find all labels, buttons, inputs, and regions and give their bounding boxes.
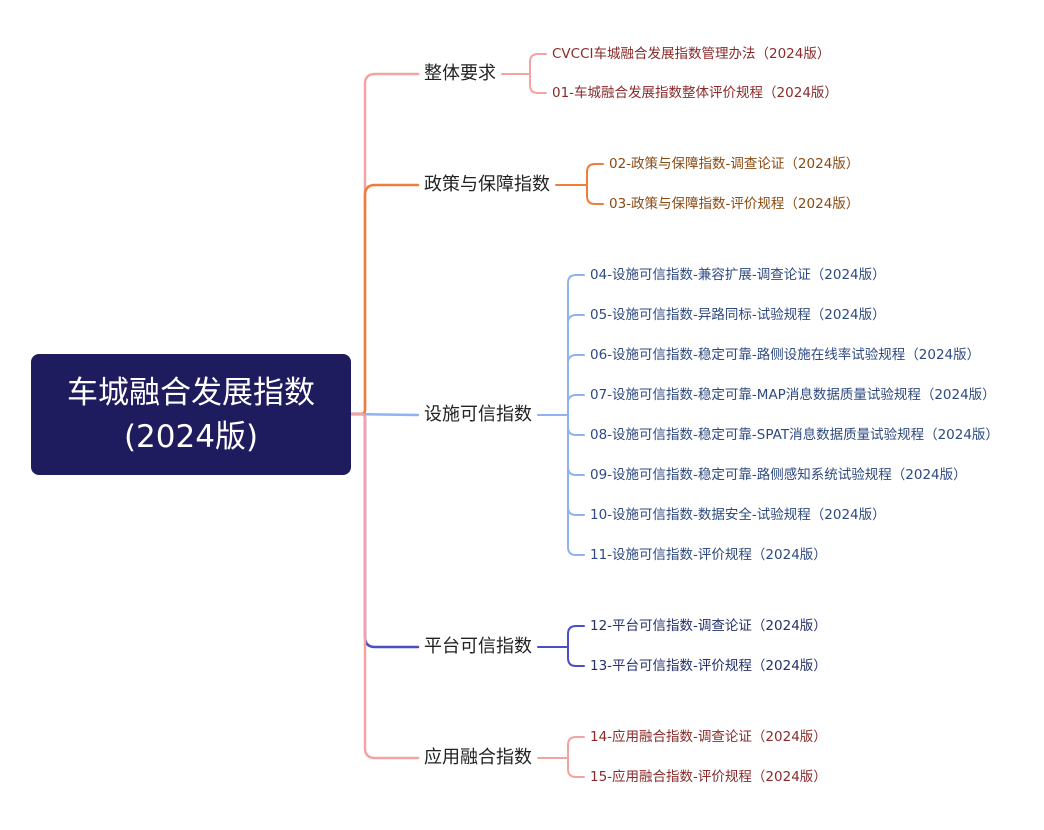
root-title-line1: 车城融合发展指数	[67, 374, 315, 411]
connector-branch-leaf	[567, 354, 585, 416]
connector-branch-leaf	[529, 73, 547, 94]
root-title-line2: (2024版)	[123, 418, 259, 455]
connector-branch-leaf	[567, 414, 585, 516]
leaf-item: 02-政策与保障指数-调查论证（2024版）	[609, 156, 860, 172]
root-node: 车城融合发展指数 (2024版)	[31, 354, 351, 475]
leaf-item: 07-设施可信指数-稳定可靠-MAP消息数据质量试验规程（2024版）	[590, 387, 996, 403]
connector-branch-leaf	[567, 625, 585, 648]
leaf-item: 15-应用融合指数-评价规程（2024版）	[590, 769, 827, 785]
leaf-item: 03-政策与保障指数-评价规程（2024版）	[609, 196, 860, 212]
leaf-item: 10-设施可信指数-数据安全-试验规程（2024版）	[590, 507, 886, 523]
branch-facility-trust-index: 设施可信指数	[424, 404, 532, 425]
leaf-item: 14-应用融合指数-调查论证（2024版）	[590, 729, 827, 745]
leaf-item: 05-设施可信指数-异路同标-试验规程（2024版）	[590, 307, 886, 323]
leaf-item: 01-车城融合发展指数整体评价规程（2024版）	[552, 85, 838, 101]
connector-root-branch	[349, 72, 420, 416]
connector-branch-leaf	[567, 394, 585, 416]
branch-policy-guarantee-index: 政策与保障指数	[424, 174, 550, 195]
connector-root-branch	[349, 412, 420, 649]
branch-application-fusion-index: 应用融合指数	[424, 747, 532, 768]
connector-branch-leaf	[567, 414, 585, 556]
branch-overall-requirements: 整体要求	[424, 63, 496, 84]
leaf-item: 04-设施可信指数-兼容扩展-调查论证（2024版）	[590, 267, 886, 283]
connector-branch-leaf	[567, 736, 585, 759]
connector-branch-leaf	[567, 646, 585, 667]
leaf-item: 13-平台可信指数-评价规程（2024版）	[590, 658, 827, 674]
leaf-item: 11-设施可信指数-评价规程（2024版）	[590, 547, 827, 563]
leaf-item: 08-设施可信指数-稳定可靠-SPAT消息数据质量试验规程（2024版）	[590, 427, 999, 443]
connector-branch-leaf	[567, 757, 585, 778]
connector-branch-leaf	[567, 414, 585, 476]
connector-branch-leaf	[567, 414, 585, 436]
leaf-item: 12-平台可信指数-调查论证（2024版）	[590, 618, 827, 634]
leaf-item: CVCCI车城融合发展指数管理办法（2024版）	[552, 46, 831, 62]
leaf-item: 09-设施可信指数-稳定可靠-路侧感知系统试验规程（2024版）	[590, 467, 967, 483]
connector-branch-leaf	[529, 53, 547, 75]
connector-branch-leaf	[567, 274, 585, 416]
branch-platform-trust-index: 平台可信指数	[424, 636, 532, 657]
connector-branch-leaf	[586, 184, 604, 205]
leaf-item: 06-设施可信指数-稳定可靠-路侧设施在线率试验规程（2024版）	[590, 347, 981, 363]
connector-branch-leaf	[586, 163, 604, 186]
connector-branch-leaf	[567, 314, 585, 416]
connector-root-branch	[349, 412, 420, 760]
connector-root-branch	[349, 183, 420, 416]
